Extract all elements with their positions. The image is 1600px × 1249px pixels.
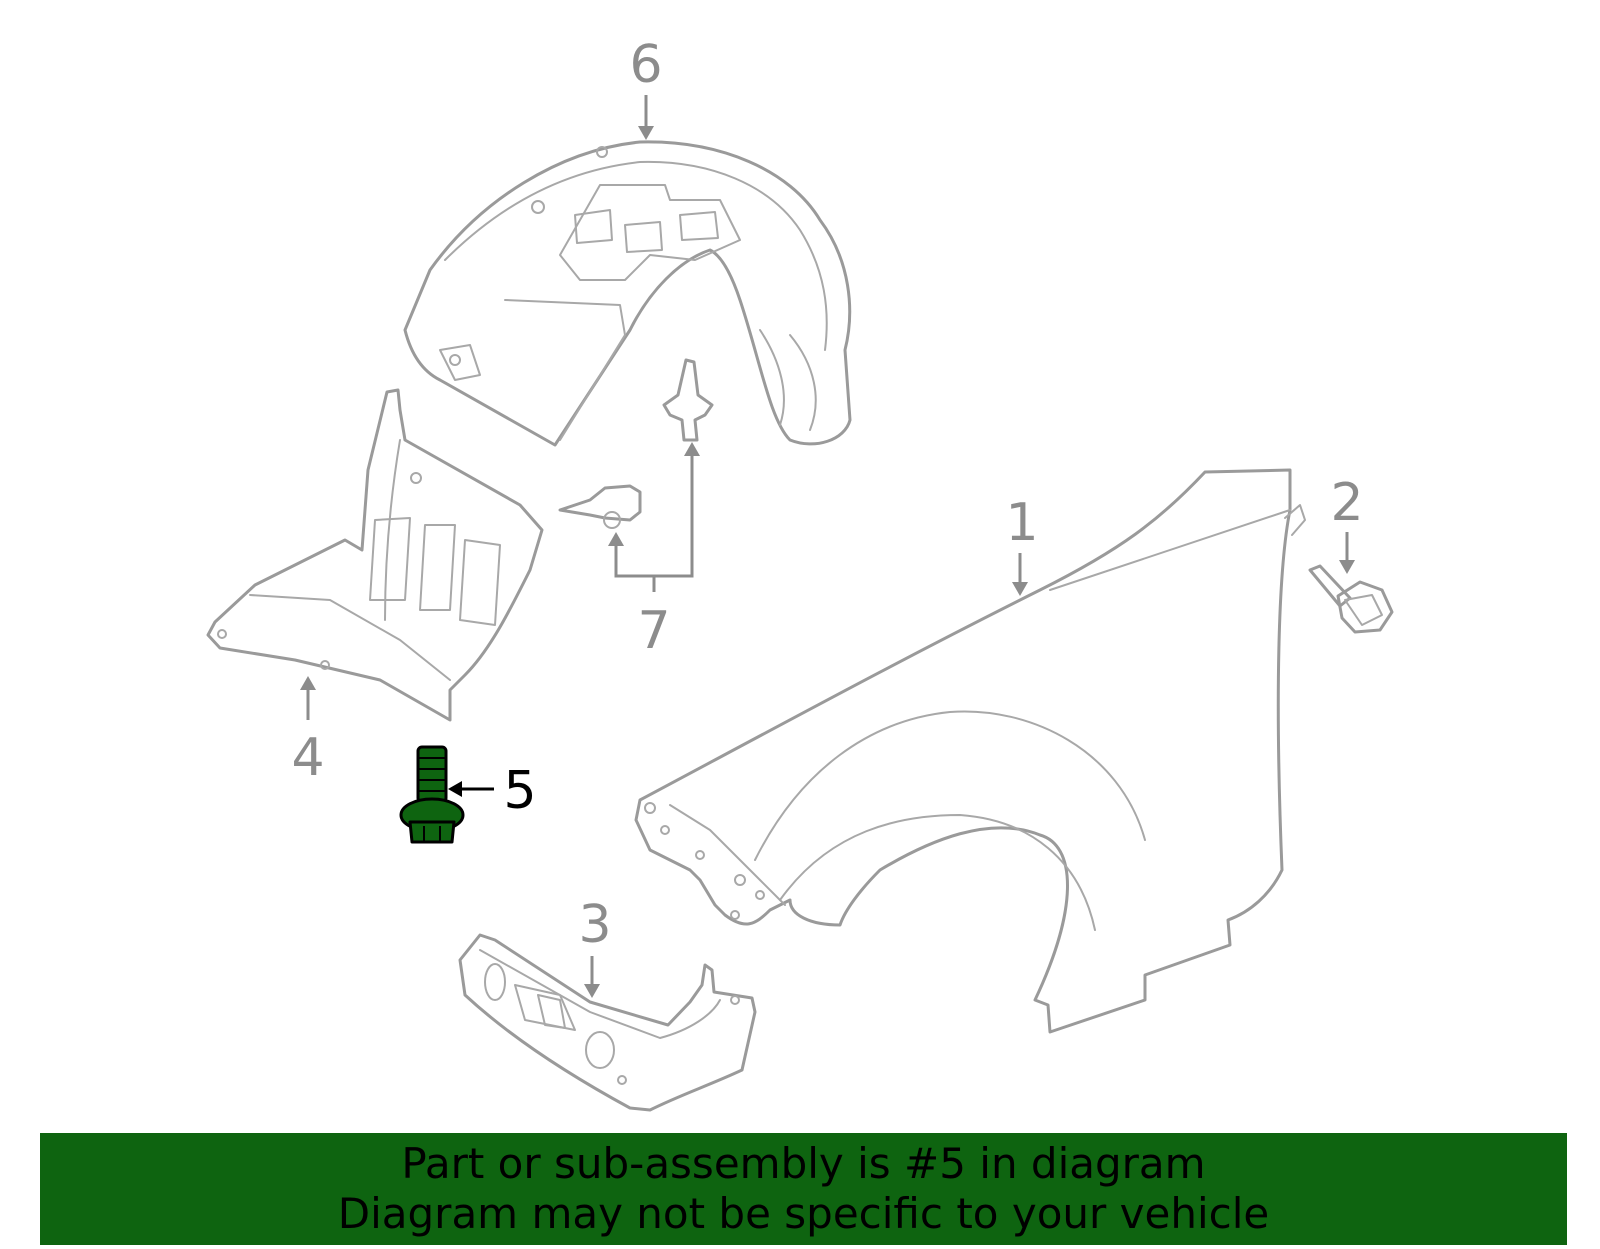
banner-line-2: Diagram may not be specific to your vehi… <box>337 1189 1270 1238</box>
fender-part <box>634 468 1306 1034</box>
fender-liner-part <box>403 140 852 447</box>
splash-shield-part <box>206 388 544 722</box>
callout-2: 2 <box>1330 473 1363 533</box>
callout-7: 7 <box>637 601 670 661</box>
bracket-part <box>458 933 757 1112</box>
callout-1: 1 <box>1005 493 1038 553</box>
info-banner: Part or sub-assembly is #5 in diagram Di… <box>40 1133 1567 1245</box>
bolt-2-part <box>1308 564 1394 634</box>
bolt-5-part[interactable] <box>399 745 465 844</box>
parts-diagram: 6 1 2 4 3 7 5 <box>206 35 1394 1112</box>
leader-lines <box>300 95 1355 998</box>
clips-part <box>558 358 714 529</box>
callout-3: 3 <box>578 895 611 955</box>
callout-4: 4 <box>291 728 324 788</box>
banner-line-1: Part or sub-assembly is #5 in diagram <box>401 1139 1206 1188</box>
callout-5: 5 <box>503 761 536 821</box>
callout-6: 6 <box>629 35 662 95</box>
